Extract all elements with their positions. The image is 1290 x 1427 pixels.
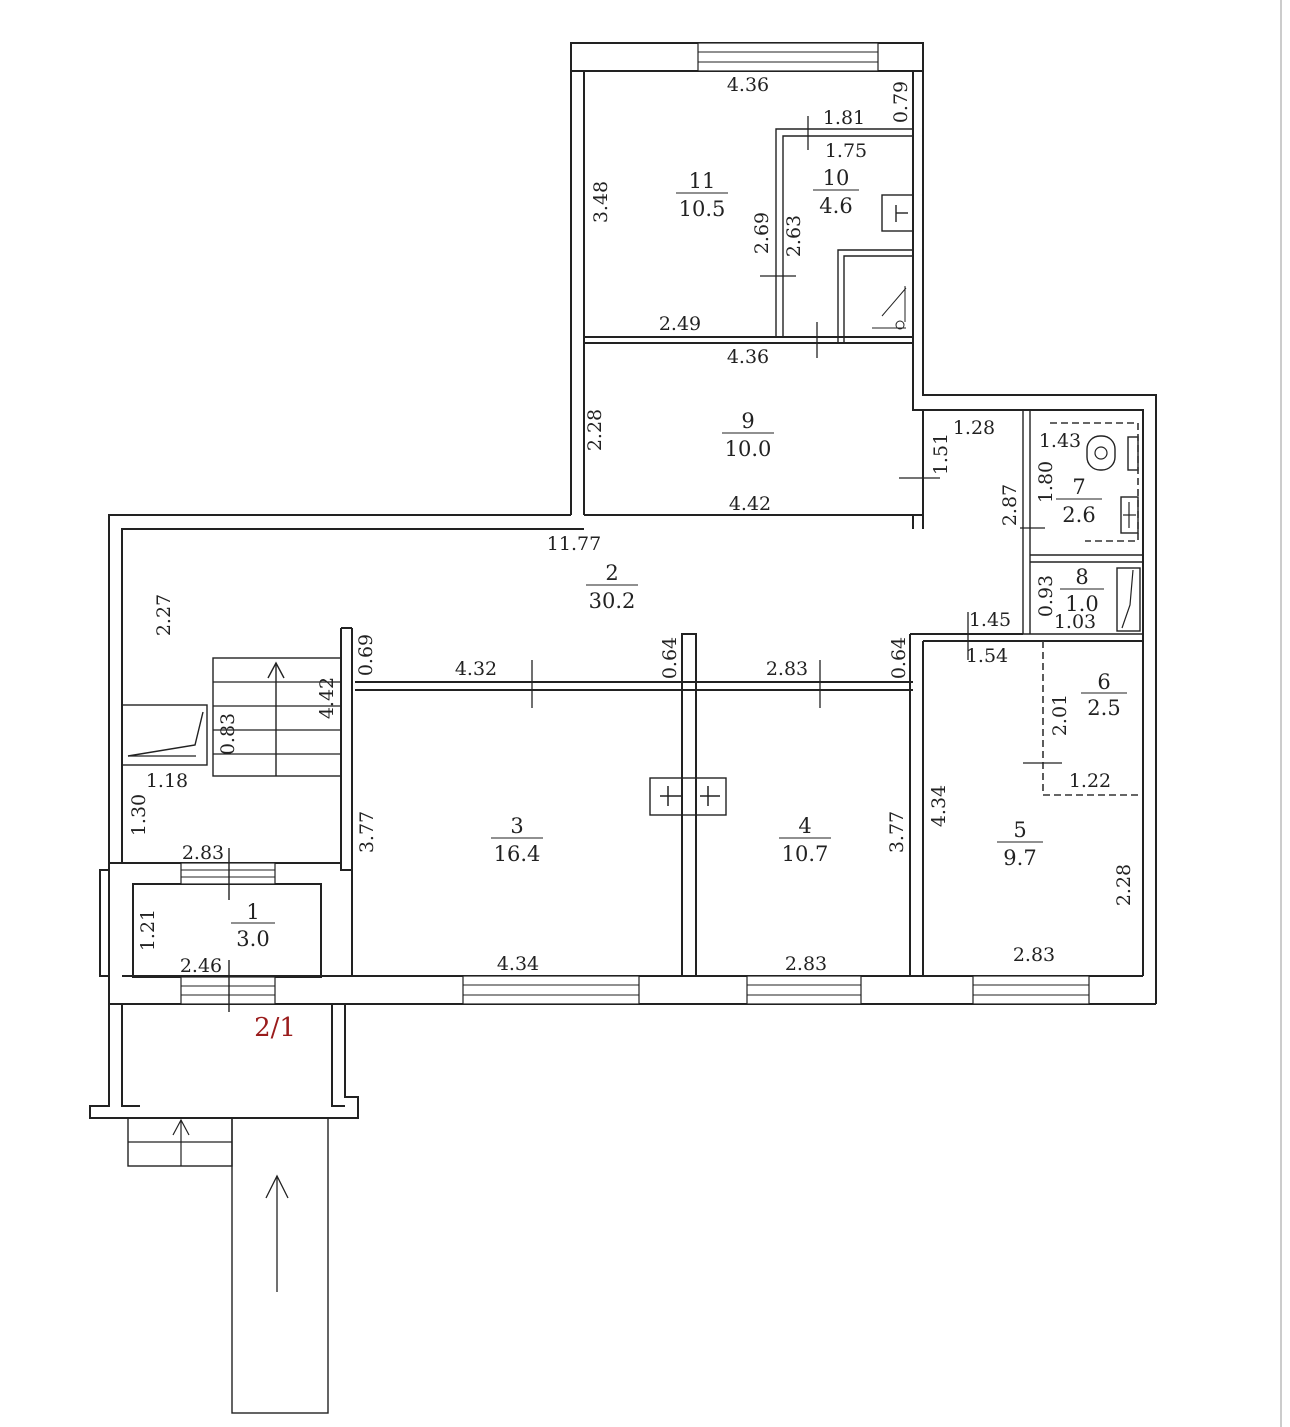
svg-text:4: 4: [798, 814, 811, 838]
svg-text:3.48: 3.48: [590, 181, 612, 223]
svg-text:2.69: 2.69: [751, 212, 773, 254]
svg-text:4.42: 4.42: [316, 677, 338, 719]
staircase: [121, 657, 342, 777]
svg-text:1: 1: [246, 900, 259, 924]
svg-text:4.36: 4.36: [727, 346, 769, 368]
svg-text:3.77: 3.77: [886, 811, 908, 853]
room-label-8: 81.0: [1060, 565, 1104, 616]
svg-text:2.01: 2.01: [1049, 694, 1071, 736]
svg-text:1.28: 1.28: [953, 417, 995, 439]
svg-text:1.30: 1.30: [128, 794, 150, 836]
room-labels: 13.0 230.2 316.4 410.7 59.7 62.5 72.6 81…: [231, 166, 1127, 951]
svg-text:7: 7: [1072, 475, 1085, 499]
dimension-labels: 4.36 3.48 2.49 2.69 1.81 1.75 2.63 0.79 …: [128, 74, 1135, 1043]
svg-text:2.5: 2.5: [1087, 696, 1120, 720]
svg-text:2.27: 2.27: [153, 594, 175, 636]
entrance-label: 2/1: [254, 1013, 296, 1043]
svg-text:1.03: 1.03: [1054, 611, 1096, 633]
vestibule: [99, 848, 353, 1012]
room-label-3: 316.4: [491, 814, 543, 866]
room-label-5: 59.7: [997, 818, 1043, 870]
svg-text:3: 3: [510, 814, 523, 838]
svg-text:1.80: 1.80: [1035, 461, 1057, 503]
svg-text:4.42: 4.42: [729, 493, 771, 515]
svg-text:2.46: 2.46: [180, 955, 222, 977]
svg-text:1.51: 1.51: [930, 433, 952, 475]
svg-text:2.6: 2.6: [1062, 503, 1095, 527]
svg-text:1.75: 1.75: [825, 140, 867, 162]
svg-text:4.36: 4.36: [727, 74, 769, 96]
room-label-2: 230.2: [586, 561, 638, 613]
svg-text:1.81: 1.81: [823, 107, 865, 129]
svg-text:0.64: 0.64: [888, 637, 910, 679]
svg-text:8: 8: [1075, 565, 1088, 589]
svg-text:2.28: 2.28: [584, 409, 606, 451]
svg-text:10: 10: [823, 166, 850, 190]
svg-text:4.32: 4.32: [455, 658, 497, 680]
svg-text:2.83: 2.83: [1013, 944, 1055, 966]
svg-text:1.54: 1.54: [966, 645, 1008, 667]
room-label-1: 13.0: [231, 900, 275, 951]
svg-text:2.49: 2.49: [659, 313, 701, 335]
svg-text:16.4: 16.4: [494, 842, 541, 866]
svg-text:2.83: 2.83: [766, 658, 808, 680]
room-label-9: 910.0: [722, 409, 774, 461]
svg-text:9: 9: [741, 409, 754, 433]
svg-text:4.34: 4.34: [497, 953, 539, 975]
room-label-7: 72.6: [1056, 475, 1102, 527]
windows: [462, 42, 1090, 1005]
svg-text:0.64: 0.64: [659, 637, 681, 679]
svg-text:0.79: 0.79: [890, 81, 912, 123]
svg-text:4.34: 4.34: [928, 785, 950, 827]
svg-text:11.77: 11.77: [547, 533, 601, 555]
svg-text:1.43: 1.43: [1039, 430, 1081, 452]
fixtures: [531, 116, 1141, 764]
svg-text:30.2: 30.2: [589, 589, 636, 613]
porch: [89, 1004, 359, 1414]
svg-text:2.63: 2.63: [783, 215, 805, 257]
svg-text:9.7: 9.7: [1003, 846, 1036, 870]
svg-text:1.0: 1.0: [1065, 592, 1098, 616]
svg-text:2: 2: [605, 561, 618, 585]
svg-text:2.28: 2.28: [1113, 864, 1135, 906]
svg-text:0.69: 0.69: [355, 634, 377, 676]
svg-text:1.21: 1.21: [137, 909, 159, 951]
svg-text:1.22: 1.22: [1069, 770, 1111, 792]
svg-text:2.83: 2.83: [785, 953, 827, 975]
room-label-6: 62.5: [1081, 670, 1127, 720]
svg-text:6: 6: [1097, 670, 1110, 694]
svg-text:2.83: 2.83: [182, 842, 224, 864]
room-label-11: 11 10.5: [676, 169, 728, 221]
svg-text:10.7: 10.7: [782, 842, 829, 866]
svg-text:0.83: 0.83: [217, 713, 239, 755]
svg-text:10.5: 10.5: [679, 197, 726, 221]
svg-text:1.45: 1.45: [969, 609, 1011, 631]
svg-text:1.18: 1.18: [146, 770, 188, 792]
svg-text:3.0: 3.0: [236, 927, 269, 951]
svg-text:11: 11: [689, 169, 716, 193]
svg-text:2.87: 2.87: [999, 484, 1021, 526]
svg-text:5: 5: [1013, 818, 1026, 842]
svg-text:3.77: 3.77: [356, 811, 378, 853]
room-label-10: 104.6: [813, 166, 859, 218]
svg-text:4.6: 4.6: [819, 194, 852, 218]
room-label-4: 410.7: [779, 814, 831, 866]
svg-text:0.93: 0.93: [1035, 575, 1057, 617]
svg-text:10.0: 10.0: [725, 437, 772, 461]
